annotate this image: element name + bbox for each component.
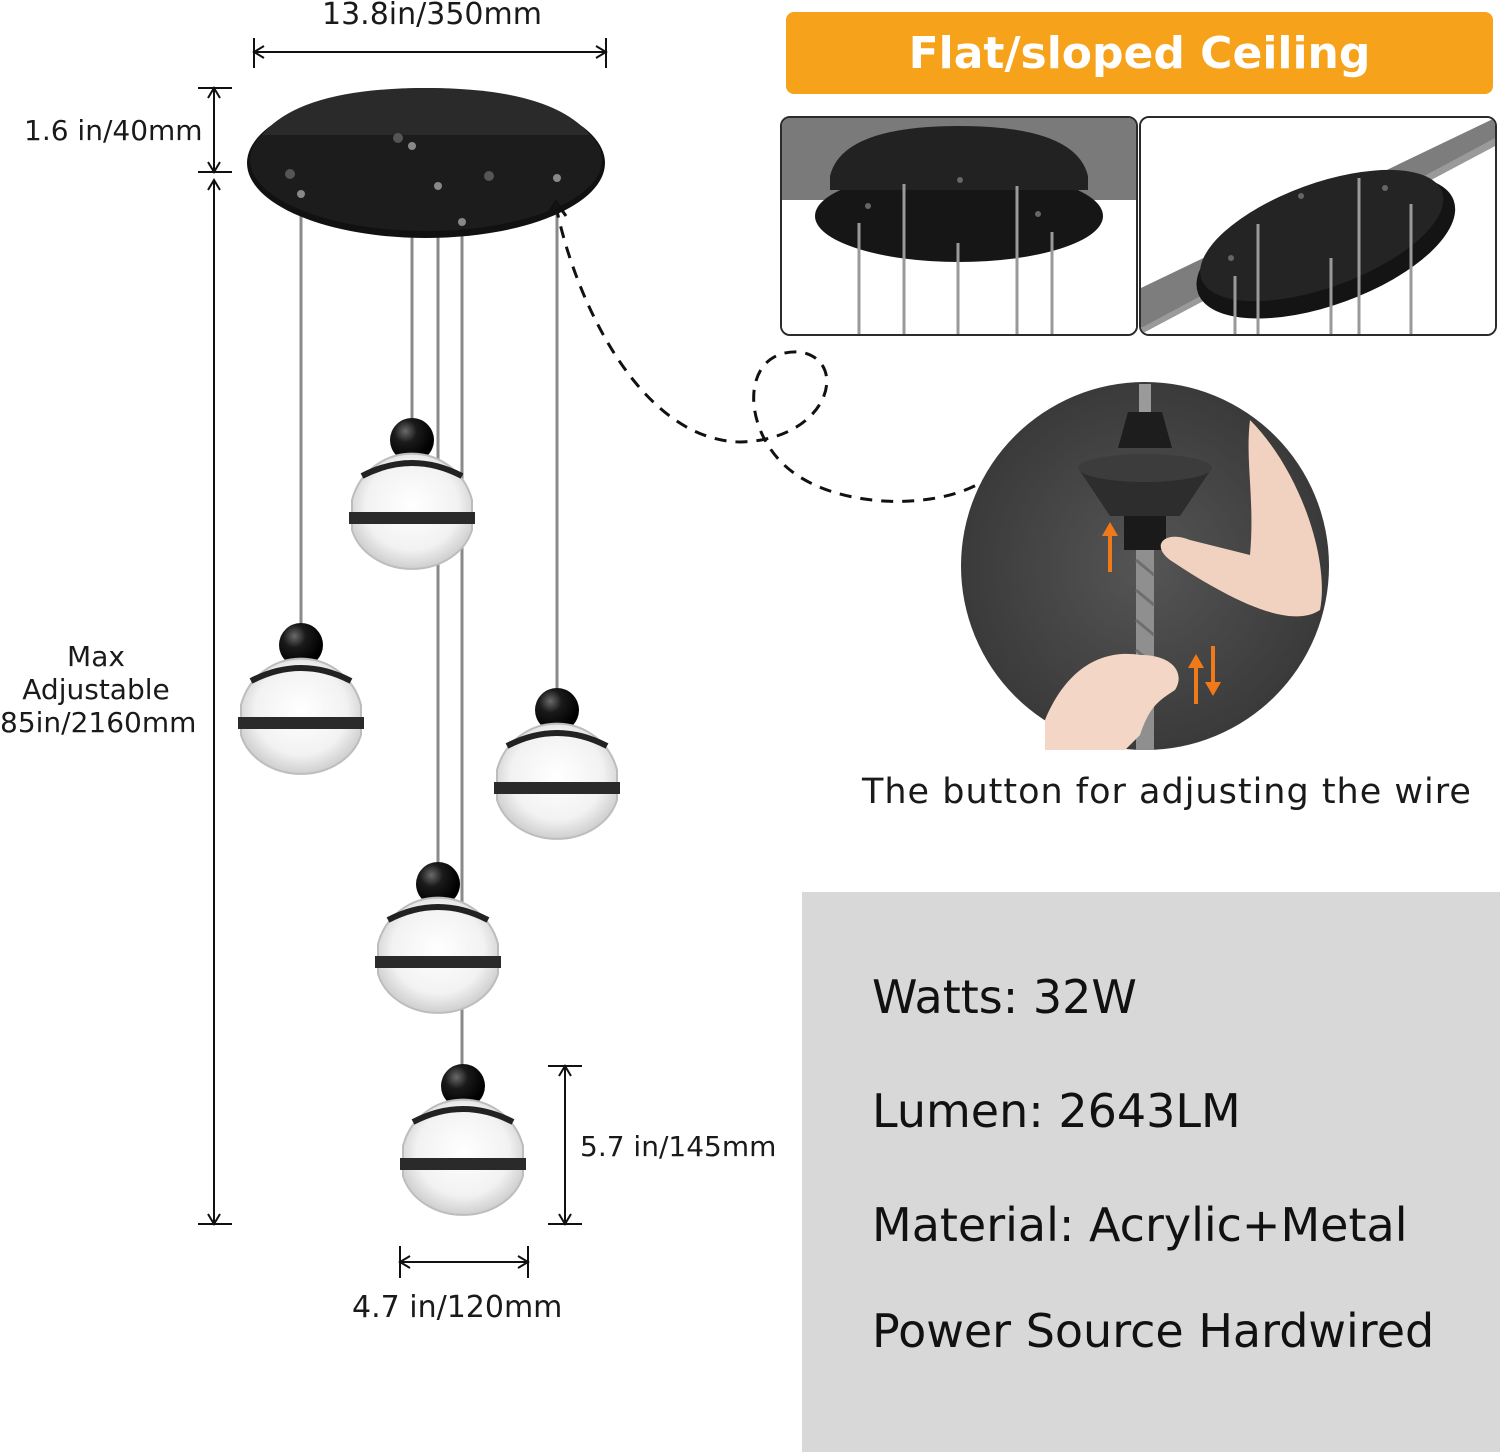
canopy-height-label: 1.6 in/40mm: [24, 114, 203, 147]
specifications-panel: Watts: 32W Lumen: 2643LM Material: Acryl…: [802, 892, 1500, 1452]
pendant-width-label: 4.7 in/120mm: [352, 1290, 563, 1325]
sloped-ceiling-illustration: [1141, 118, 1495, 334]
canopy-height-dimension-line: [198, 86, 232, 174]
max-height-dimension-line: [198, 178, 232, 1226]
pendant-height-dimension-line: [548, 1064, 582, 1226]
wire-adjust-caption: The button for adjusting the wire: [862, 772, 1472, 812]
pendant-width-dimension-line: [398, 1246, 530, 1278]
pendant-globe-4: [375, 862, 501, 1014]
sloped-ceiling-panel: [1139, 116, 1497, 336]
wire-adjust-detail-circle: [961, 382, 1329, 750]
spec-power-source: Power Source Hardwired: [872, 1304, 1435, 1358]
max-adjustable-label: Max Adjustable 85in/2160mm: [0, 640, 197, 739]
spec-material: Material: Acrylic+Metal: [872, 1198, 1408, 1252]
width-dimension-line: [252, 38, 608, 68]
flat-ceiling-panel: [780, 116, 1138, 336]
pendant-globe-1: [349, 418, 475, 570]
flat-ceiling-illustration: [782, 118, 1136, 334]
pendant-globe-3: [494, 688, 620, 840]
detail-connector-curve: [554, 205, 986, 503]
pendant-height-label: 5.7 in/145mm: [580, 1130, 777, 1163]
pendant-globe-5: [400, 1064, 526, 1216]
ceiling-type-banner: Flat/sloped Ceiling: [786, 12, 1493, 94]
spec-lumen: Lumen: 2643LM: [872, 1084, 1241, 1138]
spec-watts: Watts: 32W: [872, 970, 1137, 1024]
ceiling-canopy: [247, 88, 605, 238]
pendant-globe-2: [238, 623, 364, 775]
width-dimension-label: 13.8in/350mm: [322, 0, 542, 32]
